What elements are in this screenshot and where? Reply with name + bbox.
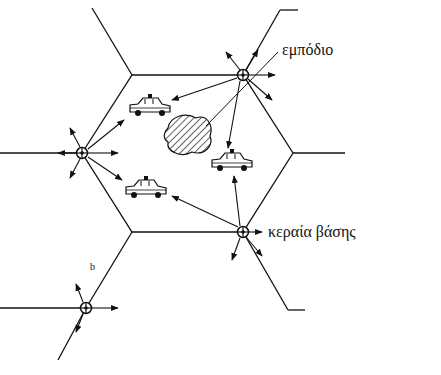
base-antenna (77, 148, 88, 159)
letter-label: b (90, 262, 95, 272)
leader-line (206, 52, 278, 126)
obstacle (164, 115, 211, 154)
police-car (130, 94, 170, 116)
hexagon-grid (0, 8, 345, 360)
base-antenna (238, 70, 249, 81)
obstacle-label: εμπόδιο (282, 42, 333, 58)
base-antenna (81, 303, 92, 314)
antenna-label: κεραία βάσης (268, 224, 356, 240)
signal-arrows (58, 50, 275, 332)
police-car (212, 149, 252, 171)
police-car (126, 176, 166, 198)
base-antenna (238, 227, 249, 238)
